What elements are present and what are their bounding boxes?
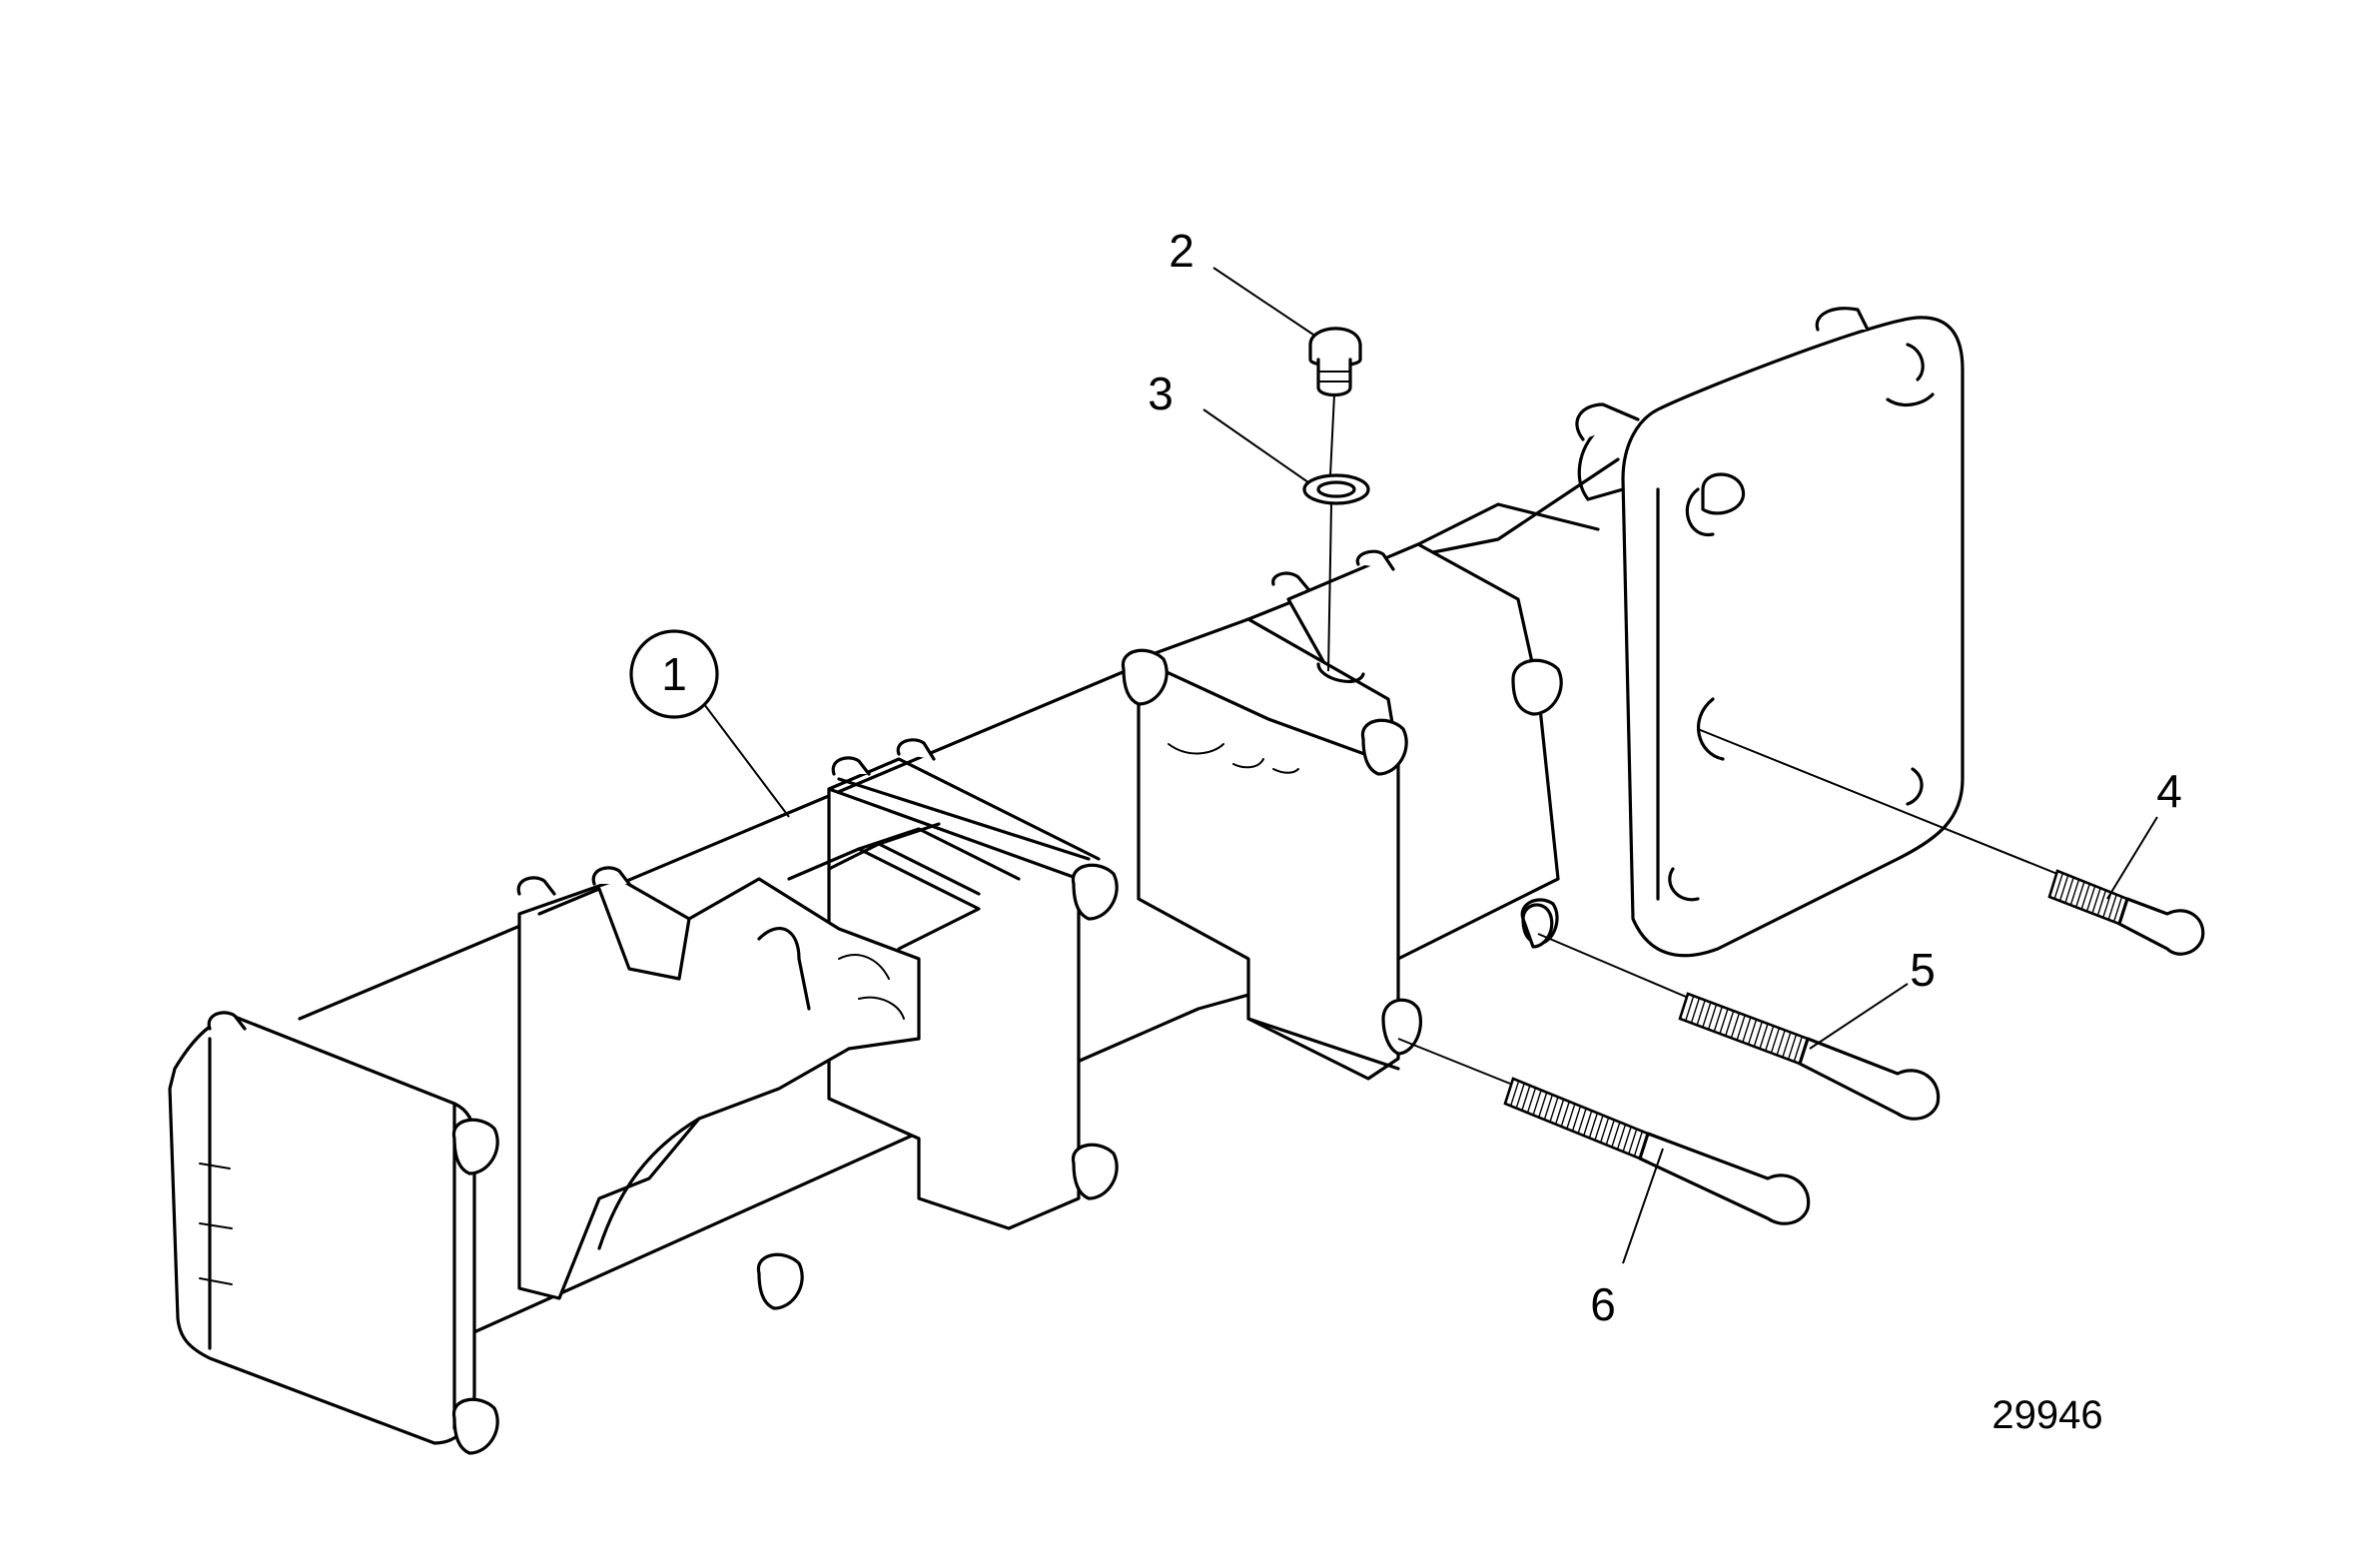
thread-line [1628, 1129, 1638, 1155]
bolt-4-axis [1697, 728, 2058, 875]
thread-line [1622, 1126, 1632, 1153]
bolt-6-drawing [1503, 1077, 1811, 1225]
thread-line [1543, 1094, 1554, 1121]
thread-line [1713, 1006, 1723, 1033]
thread-line [2080, 883, 2090, 910]
thread-line [1765, 1025, 1775, 1052]
thread-line [2064, 877, 2074, 903]
thread-line [1521, 1085, 1531, 1112]
thread-line [1526, 1087, 1537, 1114]
thread-line [1787, 1034, 1798, 1060]
thread-line [1515, 1083, 1525, 1109]
thread-line [1594, 1115, 1604, 1141]
bolt-4-drawing [2047, 869, 2205, 956]
thread-line [1776, 1030, 1786, 1056]
thread-line [1696, 1000, 1706, 1026]
callout-1-leader [703, 703, 790, 818]
thread-line [1702, 1002, 1712, 1028]
thread-line [1707, 1004, 1718, 1030]
thread-line [2069, 879, 2080, 905]
thread-line [1554, 1099, 1565, 1125]
thread-line [1742, 1017, 1752, 1043]
thread-line [2086, 885, 2096, 912]
thread-line [1685, 995, 1695, 1022]
thread-line [1571, 1106, 1582, 1132]
thread-line [1560, 1101, 1570, 1128]
thread-line [1577, 1108, 1587, 1135]
thread-line [1759, 1023, 1769, 1050]
rear-mounting-flange [1621, 316, 1965, 958]
thread-line [2091, 888, 2101, 914]
thread-line [1566, 1103, 1576, 1130]
exhaust-manifold-drawing [168, 307, 1965, 1455]
callout-2-label: 2 [1169, 225, 1194, 277]
bolt-6-axis [1397, 1038, 1511, 1085]
thread-line [1538, 1092, 1548, 1118]
thread-line [2096, 890, 2107, 916]
plug-drawing [1308, 327, 1362, 397]
thread-line [1782, 1032, 1792, 1058]
thread-line [2112, 896, 2123, 923]
thread-line [1549, 1097, 1559, 1123]
thread-line [1690, 998, 1701, 1024]
callout-1-label: 1 [661, 648, 687, 700]
thread-line [1770, 1028, 1781, 1054]
thread-line [1509, 1081, 1520, 1107]
thread-line [2107, 894, 2117, 920]
callout-4-leader [2106, 816, 2158, 900]
thread-line [1747, 1019, 1758, 1045]
thread-line [1605, 1120, 1615, 1146]
thread-line [1719, 1008, 1729, 1035]
thread-line [1793, 1036, 1803, 1063]
thread-line [1736, 1015, 1746, 1041]
thread-line [1588, 1113, 1599, 1139]
bolt-5-axis [1537, 933, 1687, 998]
callout-3-leader [1202, 408, 1309, 483]
drawing-reference-number: 29946 [1991, 1393, 2102, 1437]
thread-line [1532, 1090, 1542, 1116]
thread-line [1730, 1013, 1741, 1039]
callout-6-leader [1622, 1148, 1664, 1264]
front-mounting-flange [168, 1015, 476, 1445]
plug-assembly-axis [1329, 393, 1335, 476]
callout-5-leader [1809, 983, 1909, 1050]
callout-4-label: 4 [2156, 765, 2182, 817]
thread-line [1753, 1021, 1763, 1048]
thread-line [2075, 881, 2085, 907]
thread-line [1725, 1010, 1735, 1037]
callout-6-label: 6 [1590, 1278, 1616, 1330]
thread-line [2059, 875, 2069, 901]
thread-line [1633, 1131, 1644, 1157]
thread-line [2053, 872, 2064, 899]
callout-5-label: 5 [1910, 944, 1936, 996]
callout-1-circle [629, 629, 719, 719]
bolt-5-drawing [1678, 992, 1941, 1121]
thread-line [1599, 1117, 1610, 1144]
callout-3-label: 3 [1148, 368, 1174, 419]
callout-2-leader [1212, 267, 1314, 336]
thread-line [1616, 1124, 1627, 1151]
thread-line [1583, 1110, 1593, 1137]
thread-line [1611, 1122, 1621, 1148]
sealing-washer-drawing [1302, 473, 1370, 505]
